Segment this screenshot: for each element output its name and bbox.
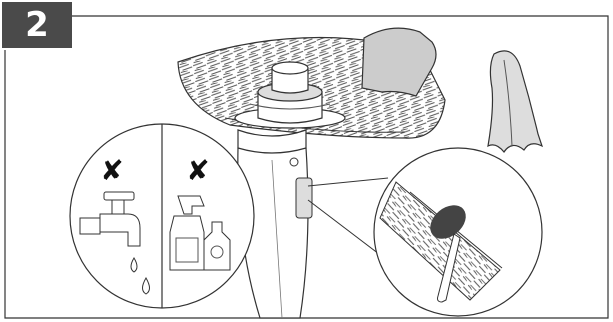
brush-magnifier: [374, 148, 542, 316]
cross-icon: ✘: [100, 154, 123, 187]
step-number-badge: 2: [2, 2, 72, 48]
prohibitions-circle: [70, 124, 254, 308]
cloth-icon: [488, 51, 542, 152]
cross-icon: ✘: [186, 154, 209, 187]
pointer-line: [308, 178, 388, 186]
